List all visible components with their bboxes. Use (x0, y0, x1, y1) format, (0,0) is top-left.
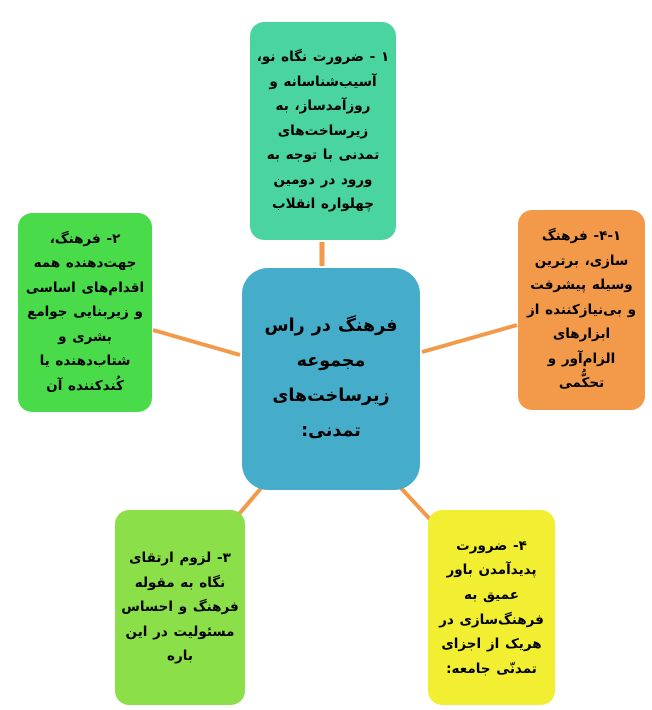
connector-center-node-2 (152, 328, 241, 357)
branch-node-1-label: ۱ - ضرورت نگاه نو، آسیب‌شناسانه و روزآمد… (256, 49, 390, 213)
center-node-label: فرهنگ در راس مجموعه زیرساخت‌های تمدنی: (264, 316, 398, 441)
branch-node-3-label: ۳- لزوم ارتقای نگاه به مقوله فرهنگ و احس… (121, 550, 239, 665)
branch-node-4-label: ۴- ضرورت پدیدآمدن باور عمیق به فرهنگ‌ساز… (439, 537, 544, 677)
branch-node-1[interactable]: ۱ - ضرورت نگاه نو، آسیب‌شناسانه و روزآمد… (250, 22, 396, 240)
branch-node-2-label: ۲- فرهنگ، جهت‌دهنده همه اقدام‌های اساسی … (25, 230, 145, 394)
center-node[interactable]: فرهنگ در راس مجموعه زیرساخت‌های تمدنی: (242, 268, 420, 490)
connector-center-node-4-1 (421, 323, 518, 354)
branch-node-4-1-label: ۴-۱- فرهنگ سازی، برترین وسیله پیشرفت و ب… (527, 228, 636, 392)
branch-node-4[interactable]: ۴- ضرورت پدیدآمدن باور عمیق به فرهنگ‌ساز… (428, 510, 555, 705)
branch-node-3[interactable]: ۳- لزوم ارتقای نگاه به مقوله فرهنگ و احس… (115, 510, 245, 705)
branch-node-2[interactable]: ۲- فرهنگ، جهت‌دهنده همه اقدام‌های اساسی … (18, 213, 152, 412)
branch-node-4-1[interactable]: ۴-۱- فرهنگ سازی، برترین وسیله پیشرفت و ب… (518, 210, 645, 410)
